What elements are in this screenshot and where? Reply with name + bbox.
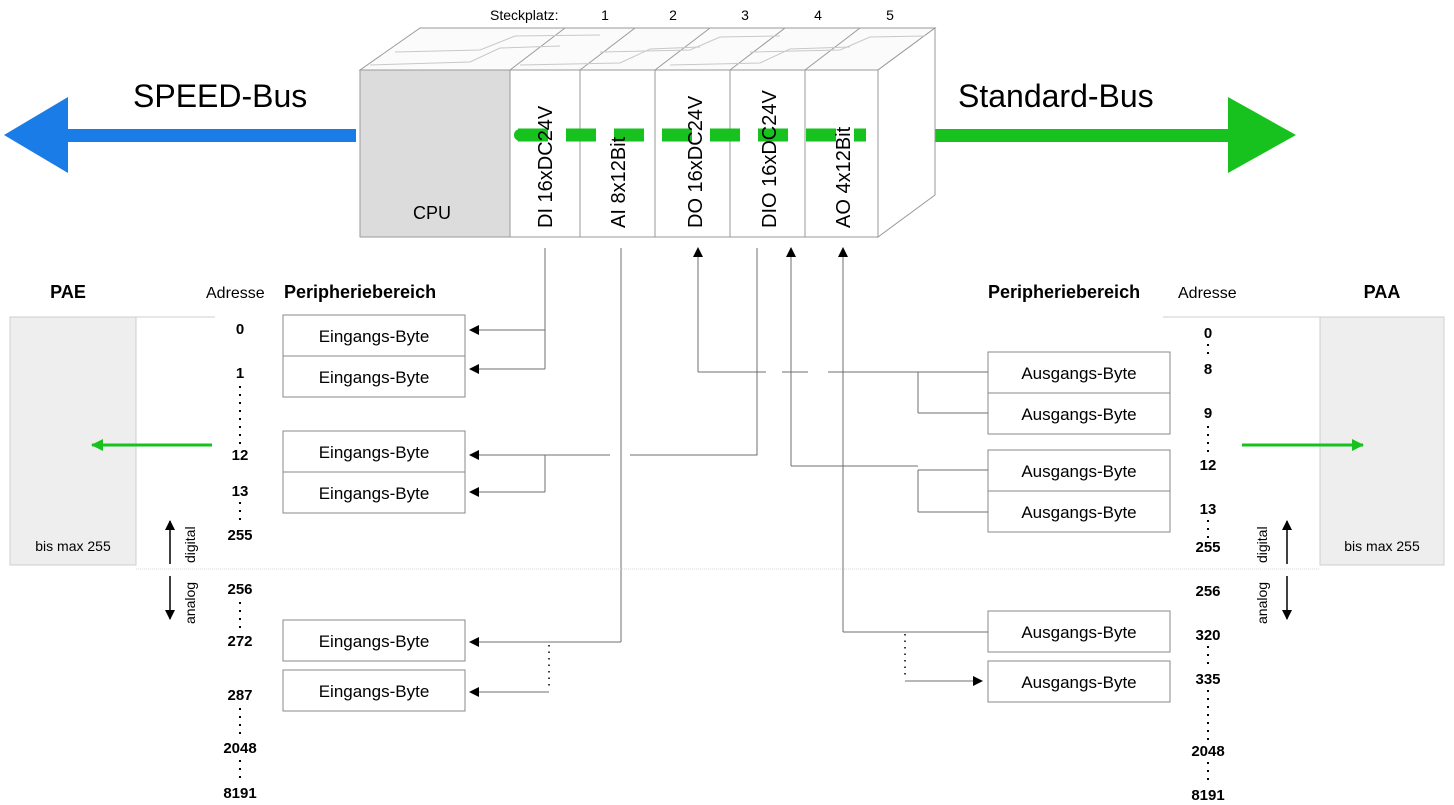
right-address-320: 320 <box>1195 627 1220 644</box>
module-slot-2 <box>579 69 656 238</box>
input-byte-272: Eingangs-Byte <box>319 632 430 651</box>
output-byte-12: Ausgangs-Byte <box>1021 462 1136 481</box>
left-address-272: 272 <box>227 633 252 650</box>
left-address-2048: 2048 <box>223 740 256 757</box>
left-address-header: Adresse <box>206 285 265 302</box>
module-rack <box>358 27 937 238</box>
left-address-287: 287 <box>227 687 252 704</box>
speed-bus-label: SPEED-Bus <box>133 78 307 114</box>
right-address-0: 0 <box>1204 325 1212 342</box>
right-address-13: 13 <box>1200 501 1217 518</box>
pae-title: PAE <box>50 282 86 302</box>
input-connectors <box>469 248 758 697</box>
right-address-256: 256 <box>1195 583 1220 600</box>
module-slot-3 <box>654 69 731 238</box>
module-label-ao: AO 4x12Bit <box>833 126 855 228</box>
slot-number-2: 2 <box>669 7 677 23</box>
input-byte-12: Eingangs-Byte <box>319 443 430 462</box>
paa-title: PAA <box>1364 282 1401 302</box>
slot-number-1: 1 <box>601 7 609 23</box>
right-analog-label: analog <box>1254 582 1270 624</box>
left-address-0: 0 <box>236 321 244 338</box>
paa-max-label: bis max 255 <box>1344 538 1420 554</box>
standard-bus-arrow <box>866 97 1296 173</box>
output-byte-335: Ausgangs-Byte <box>1021 673 1136 692</box>
speed-bus-arrow <box>4 97 356 173</box>
module-label-di: DI 16xDC24V <box>535 105 557 228</box>
left-area-header: Peripheriebereich <box>284 282 436 302</box>
standard-bus-label: Standard-Bus <box>958 78 1154 114</box>
input-byte-0: Eingangs-Byte <box>319 327 430 346</box>
right-address-12: 12 <box>1200 457 1217 474</box>
pae-image-box <box>9 316 137 566</box>
output-bytes <box>987 351 1171 703</box>
right-address-header: Adresse <box>1178 285 1237 302</box>
right-address-2048: 2048 <box>1191 743 1224 760</box>
right-area-header: Peripheriebereich <box>988 282 1140 302</box>
cpu-label: CPU <box>413 203 451 223</box>
input-byte-287: Eingangs-Byte <box>319 682 430 701</box>
input-bytes <box>282 314 466 712</box>
module-slot-5 <box>804 69 879 238</box>
left-address-1: 1 <box>236 365 244 382</box>
slot-number-3: 3 <box>741 7 749 23</box>
left-digital-label: digital <box>182 526 198 563</box>
output-byte-8: Ausgangs-Byte <box>1021 364 1136 383</box>
slot-number-4: 4 <box>814 7 822 23</box>
left-address-13: 13 <box>232 483 249 500</box>
right-digital-label: digital <box>1254 526 1270 563</box>
module-slot-1 <box>509 69 581 238</box>
input-byte-13: Eingangs-Byte <box>319 484 430 503</box>
cpu-module <box>359 69 511 238</box>
left-address-256: 256 <box>227 581 252 598</box>
pae-max-label: bis max 255 <box>35 538 111 554</box>
output-byte-320: Ausgangs-Byte <box>1021 623 1136 642</box>
right-address-8: 8 <box>1204 361 1212 378</box>
module-slot-4 <box>729 69 806 238</box>
right-address-8191: 8191 <box>1191 787 1224 804</box>
module-label-dio: DIO 16xDC24V <box>759 90 781 228</box>
left-address-12: 12 <box>232 447 249 464</box>
module-label-ai: AI 8x12Bit <box>608 136 630 228</box>
right-address-255: 255 <box>1195 539 1220 556</box>
left-address-8191: 8191 <box>223 785 256 802</box>
paa-image-box <box>1319 316 1445 566</box>
right-address-335: 335 <box>1195 671 1220 688</box>
right-address-9: 9 <box>1204 405 1212 422</box>
backplane-bus-start <box>514 129 526 141</box>
module-label-do: DO 16xDC24V <box>685 95 707 228</box>
slot-caption: Steckplatz: <box>490 7 558 23</box>
output-byte-13: Ausgangs-Byte <box>1021 503 1136 522</box>
slot-number-5: 5 <box>886 7 894 23</box>
left-address-255: 255 <box>227 527 252 544</box>
input-byte-1: Eingangs-Byte <box>319 368 430 387</box>
left-analog-label: analog <box>182 582 198 624</box>
output-byte-9: Ausgangs-Byte <box>1021 405 1136 424</box>
output-connectors <box>693 247 988 686</box>
